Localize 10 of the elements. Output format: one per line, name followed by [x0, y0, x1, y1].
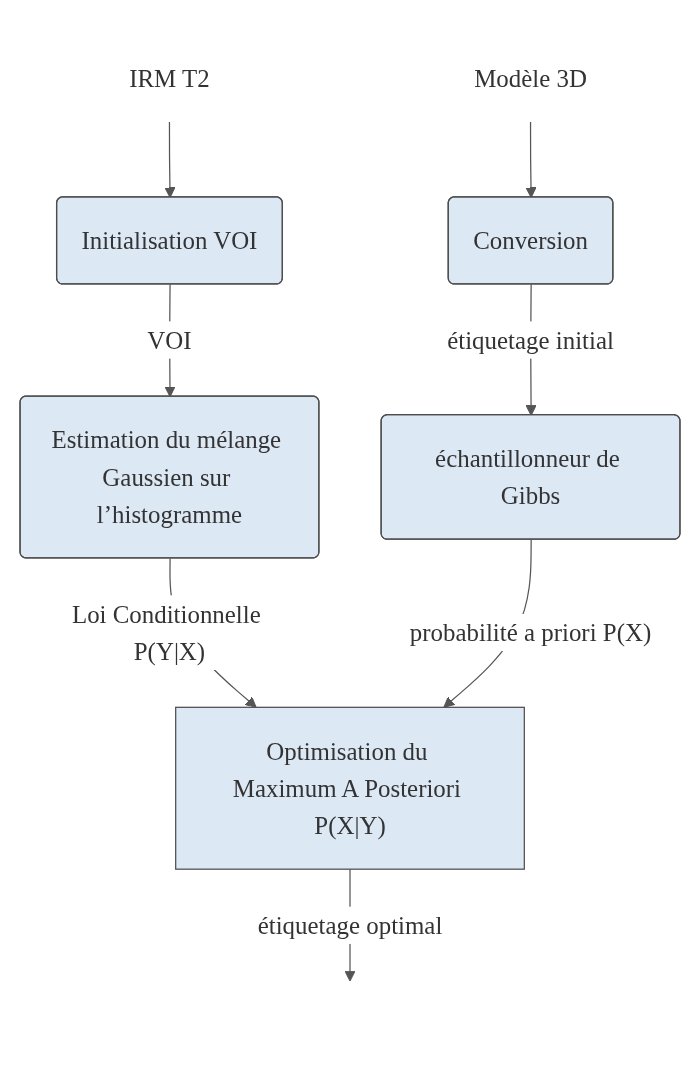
node-text: Modèle 3D [474, 64, 587, 92]
edge-label: étiquetage optimal [257, 911, 443, 939]
edge-label: étiquetage initial [447, 325, 614, 354]
arrow [525, 121, 537, 198]
edge-label: Loi Conditionnelle P(Y|X) [71, 599, 261, 665]
arrow [164, 121, 176, 198]
edge-label: probabilité a priori P(X) [409, 618, 652, 646]
edge-label: VOI [147, 325, 192, 354]
node-text: IRM T2 [129, 64, 210, 92]
node-box: Optimisation du Maximum A Posteriori P(X|Y) [175, 706, 525, 870]
